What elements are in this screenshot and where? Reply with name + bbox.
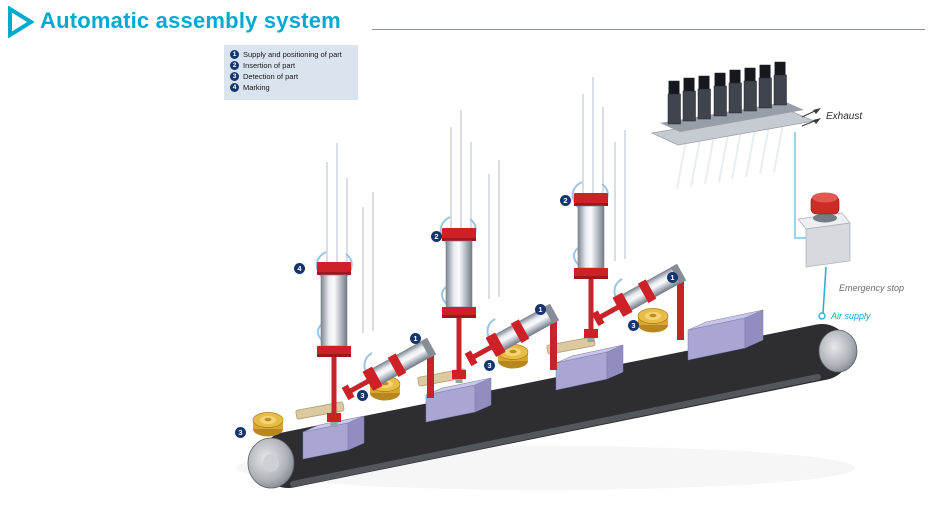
cylinder-mount-posts bbox=[427, 278, 684, 398]
horizontal-cylinder-3 bbox=[591, 263, 687, 327]
part-knobs bbox=[252, 308, 669, 437]
legend-item: 2 Insertion of part bbox=[230, 61, 352, 70]
conveyor-belt bbox=[247, 324, 858, 489]
pilot-air-line bbox=[794, 132, 806, 239]
belt-roller-right bbox=[818, 329, 858, 373]
belt-roller-left-hub bbox=[263, 454, 279, 472]
legend-item: 3 Detection of part bbox=[230, 72, 352, 81]
station-badge-insertion-a: 2 bbox=[431, 231, 442, 242]
part-knob bbox=[252, 412, 284, 437]
air-supply-line bbox=[822, 266, 827, 314]
emergency-stop-unit bbox=[797, 192, 851, 268]
mount-post bbox=[550, 318, 557, 370]
belt-band bbox=[260, 324, 850, 488]
legend-item-label: Detection of part bbox=[243, 72, 299, 81]
title-rule bbox=[372, 29, 925, 30]
legend-number-badge: 1 bbox=[230, 50, 239, 59]
workpiece-box bbox=[687, 309, 764, 361]
vertical-cylinder-insertion-2 bbox=[574, 193, 608, 342]
station-badge-supply-c: 1 bbox=[667, 272, 678, 283]
legend-item-label: Insertion of part bbox=[243, 61, 296, 70]
guide-plate bbox=[546, 336, 596, 355]
estop-button-collar bbox=[813, 213, 837, 223]
legend-item-label: Marking bbox=[243, 83, 270, 92]
manifold-tubes bbox=[676, 123, 784, 190]
title-triangle-icon bbox=[8, 6, 34, 38]
legend-item: 4 Marking bbox=[230, 83, 352, 92]
estop-box-front bbox=[805, 222, 851, 268]
station-badge-detection-a: 3 bbox=[235, 427, 246, 438]
exhaust-label: Exhaust bbox=[826, 111, 863, 122]
legend-number-badge: 2 bbox=[230, 61, 239, 70]
mount-post bbox=[427, 352, 434, 398]
station-badge-insertion-b: 2 bbox=[560, 195, 571, 206]
legend-number-badge: 4 bbox=[230, 83, 239, 92]
valve-manifold bbox=[650, 61, 821, 190]
air-supply-point bbox=[818, 312, 826, 320]
vertical-cylinder-marking bbox=[317, 262, 351, 427]
part-knob bbox=[637, 308, 669, 333]
manifold-body bbox=[660, 102, 804, 132]
station-badge-detection-c: 3 bbox=[484, 360, 495, 371]
station-badge-marking: 4 bbox=[294, 263, 305, 274]
horizontal-cylinder-1 bbox=[341, 337, 437, 401]
solenoid-valves bbox=[667, 61, 787, 125]
exhaust-arrows bbox=[801, 108, 821, 127]
horizontal-cylinder-2 bbox=[464, 303, 560, 367]
emergency-stop-label: Emergency stop bbox=[839, 283, 905, 293]
station-badge-supply-b: 1 bbox=[535, 304, 546, 315]
air-tube-lines bbox=[326, 77, 626, 333]
estop-button-top bbox=[812, 192, 838, 203]
workpiece-box bbox=[425, 377, 492, 423]
legend-item: 1 Supply and positioning of part bbox=[230, 50, 352, 59]
air-supply-label: Air supply bbox=[831, 311, 871, 321]
belt-lower-edge bbox=[290, 374, 821, 487]
workpiece-box bbox=[555, 344, 624, 391]
legend-item-label: Supply and positioning of part bbox=[243, 50, 342, 59]
legend-box: 1 Supply and positioning of part 2 Inser… bbox=[224, 45, 358, 100]
vertical-cylinder-insertion-1 bbox=[442, 228, 476, 383]
station-badge-detection-b: 3 bbox=[357, 390, 368, 401]
page-title: Automatic assembly system bbox=[40, 8, 341, 33]
station-badge-supply-a: 1 bbox=[410, 333, 421, 344]
mount-post bbox=[677, 278, 684, 340]
legend-number-badge: 3 bbox=[230, 72, 239, 81]
station-badge-detection-d: 3 bbox=[628, 320, 639, 331]
